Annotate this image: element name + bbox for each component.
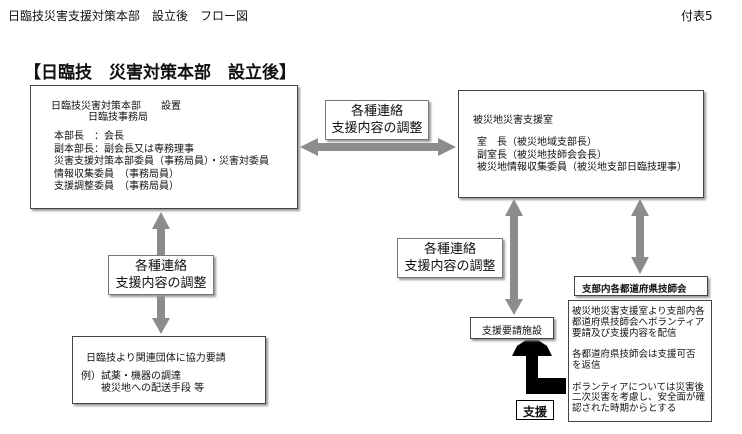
- cooperation-request-box: 日臨技より関連団体に協力要請 例）試薬・機器の調達 被災地への配送手段 等: [72, 336, 266, 404]
- hq-members: 本部長 ：会長 副本部長：副会長又は専務理事 災害支援対策本部委員（事務局員）・…: [54, 131, 269, 194]
- prefecture-note-line: [572, 372, 705, 383]
- section-heading: 【日臨技 災害対策本部 設立後】: [24, 63, 296, 83]
- office-title: 被災地災害支援室: [473, 115, 553, 126]
- office-members: 室 長（被災地域支部長） 副室長（被災地技師会会長） 被災地情報収集委員（被災地…: [477, 137, 687, 175]
- office-member-line: 被災地情報収集委員（被災地支部日臨技理事）: [477, 162, 687, 173]
- hq-title-line2: 日臨技事務局: [88, 112, 148, 123]
- prefecture-note-line: 要請及び支援内容を配信: [572, 327, 677, 339]
- coordination-label-left: 各種連絡 支援内容の調整: [108, 255, 214, 295]
- double-arrow-vertical-prefecture: [631, 199, 649, 274]
- prefecture-notes: 被災地災害支援室より支部内各 都道府県技師会へボランティア 要請及び支援内容を配…: [572, 306, 706, 415]
- page-reference: 付表5: [681, 9, 713, 23]
- prefecture-note-line: 認された時期からとする: [572, 403, 677, 415]
- hq-title-line1: 日臨技災害対策本部 設置: [51, 101, 181, 112]
- prefecture-notes-box: 被災地災害支援室より支部内各 都道府県技師会へボランティア 要請及び支援内容を配…: [568, 300, 712, 422]
- prefecture-title: 支部内各都道府県技師会: [582, 284, 687, 295]
- hq-box: 日臨技災害対策本部 設置 日臨技事務局 本部長 ：会長 副本部長：副会長又は専務…: [30, 85, 298, 209]
- office-member-line: 副室長（被災地技師会会長）: [477, 149, 607, 161]
- prefecture-note-line: 被災地災害支援室より支部内各: [572, 306, 705, 317]
- request-title: 日臨技より関連団体に協力要請: [86, 353, 226, 364]
- request-example-line: 被災地への配送手段 等: [81, 383, 205, 394]
- coordination-label-line2: 支援内容の調整: [331, 121, 423, 136]
- prefecture-note-line: を返信: [572, 359, 601, 371]
- office-member-line: 室 長（被災地域支部長）: [477, 137, 597, 148]
- facility-label: 支援要請施設: [482, 326, 542, 337]
- support-arrow: [512, 336, 566, 394]
- coordination-label-line1: 各種連絡: [423, 242, 476, 257]
- double-arrow-horizontal: [300, 138, 456, 156]
- disaster-support-office-box: 被災地災害支援室 室 長（被災地域支部長） 副室長（被災地技師会会長） 被災地情…: [458, 90, 704, 198]
- prefecture-association-box: 支部内各都道府県技師会: [574, 276, 708, 296]
- support-label-box: 支援: [516, 400, 554, 420]
- coordination-label-line1: 各種連絡: [350, 104, 403, 119]
- hq-member-line: 支援調整委員 （事務局員）: [54, 181, 179, 192]
- request-examples: 例）試薬・機器の調達 被災地への配送手段 等: [81, 371, 204, 395]
- hq-member-line: 本部長 ：会長: [54, 131, 124, 142]
- coordination-label-line2: 支援内容の調整: [115, 276, 207, 291]
- prefecture-note-line: 二次災害を考慮し、安全面が確: [572, 392, 706, 404]
- document-title: 日臨技災害支援対策本部 設立後 フロー図: [8, 9, 249, 23]
- hq-member-line: 情報収集委員 （事務局員）: [54, 168, 179, 180]
- support-label: 支援: [522, 405, 547, 419]
- request-example-line: 例）試薬・機器の調達: [81, 371, 181, 382]
- coordination-label-right: 各種連絡 支援内容の調整: [397, 238, 503, 278]
- support-request-facility-box: 支援要請施設: [470, 317, 554, 339]
- prefecture-note-line: 都道府県技師会へボランティア: [572, 316, 705, 328]
- coordination-label-line1: 各種連絡: [134, 259, 187, 274]
- coordination-label-line2: 支援内容の調整: [404, 259, 496, 274]
- prefecture-note-line: ボランティアについては災害後: [572, 381, 704, 393]
- coordination-label-top: 各種連絡 支援内容の調整: [325, 100, 429, 140]
- double-arrow-vertical-right: [505, 199, 523, 315]
- prefecture-note-line: 各都道府県技師会は支援可否: [572, 349, 696, 361]
- hq-member-line: 副本部長：副会長又は専務理事: [54, 143, 194, 155]
- hq-member-line: 災害支援対策本部委員（事務局員）・災害対委員: [54, 156, 269, 167]
